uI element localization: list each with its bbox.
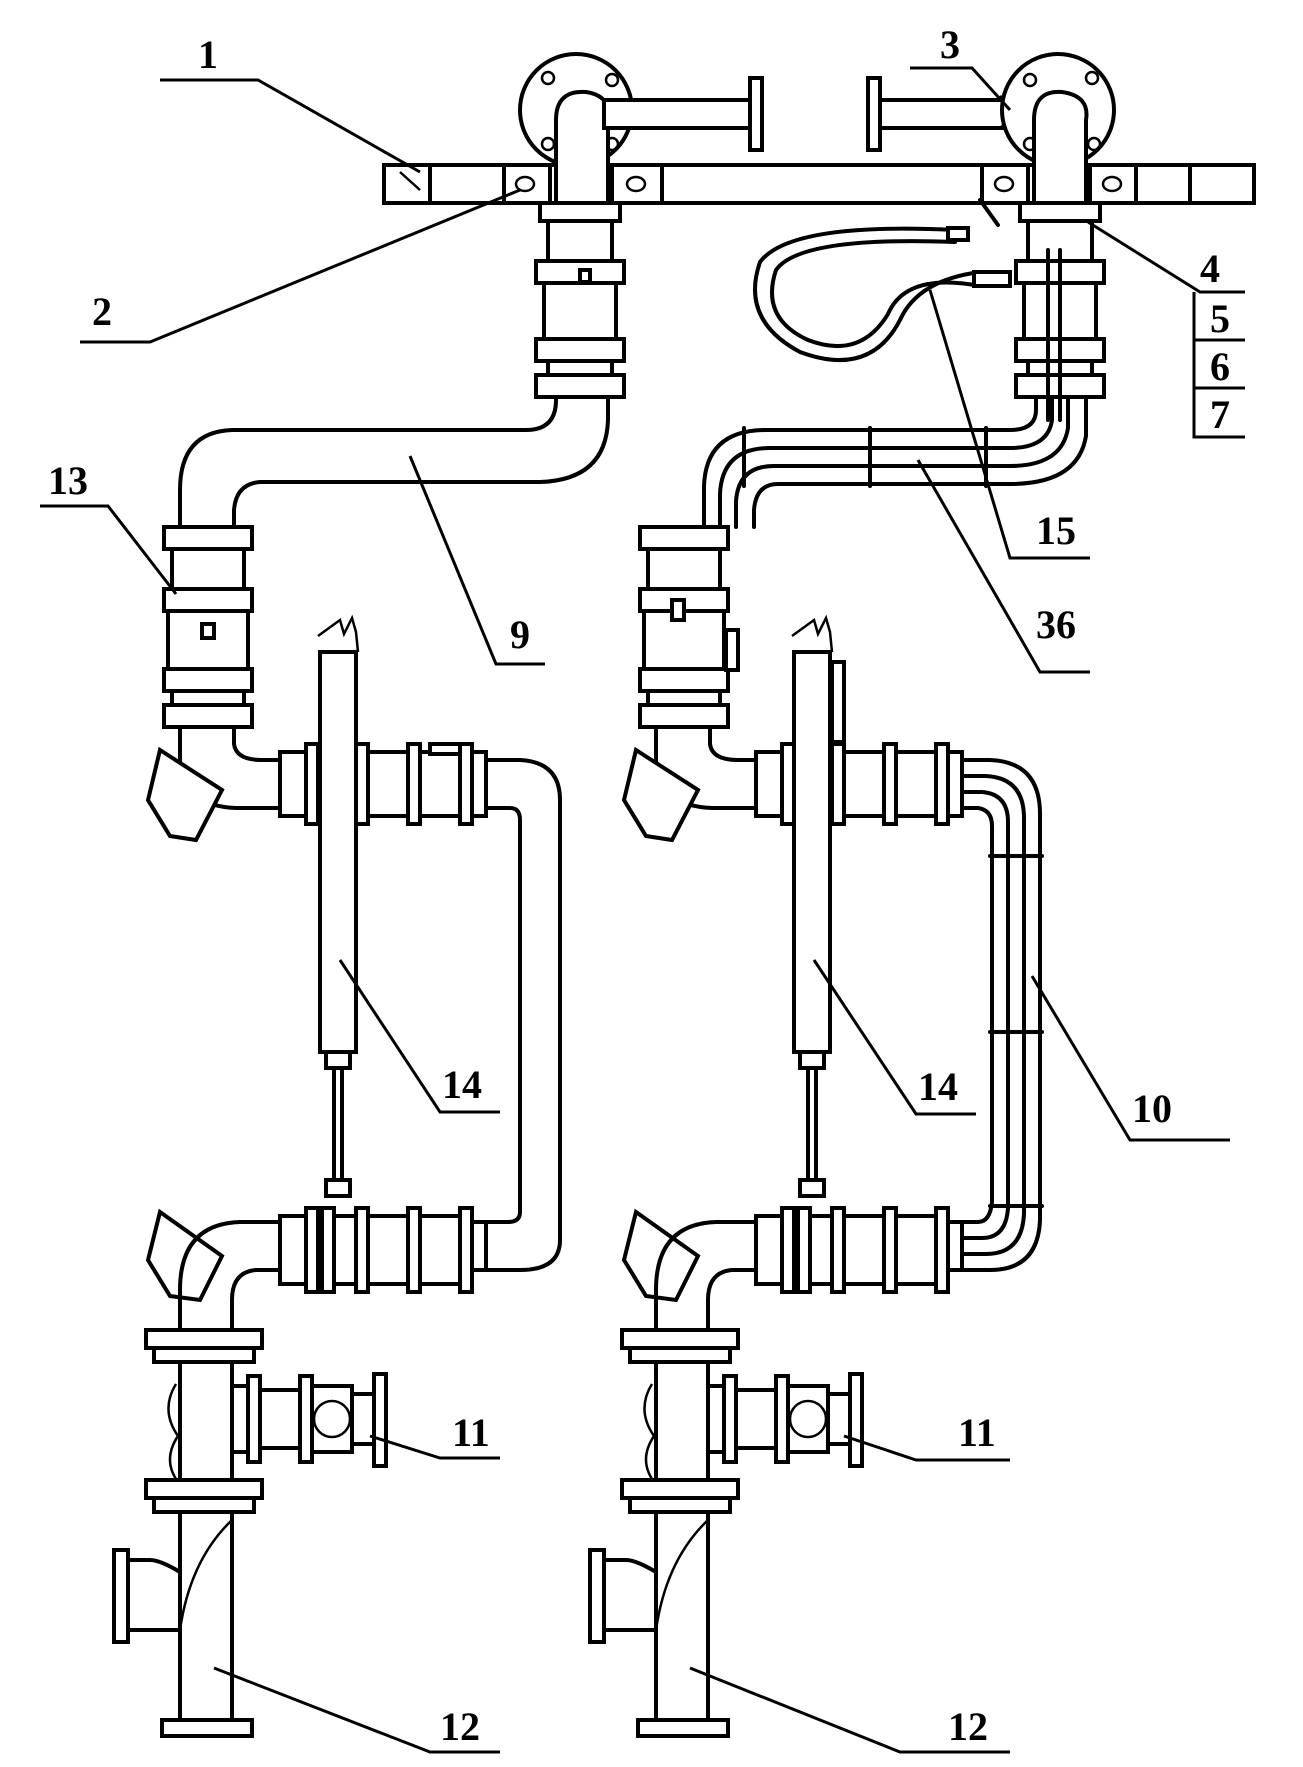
label-5: 5 — [1210, 296, 1230, 341]
label-36: 36 — [1036, 602, 1076, 647]
left-swivel-13 — [164, 527, 252, 727]
left-actuator — [318, 618, 358, 1196]
right-actuator — [792, 618, 844, 1196]
label-7: 7 — [1210, 392, 1230, 437]
label-12-left: 12 — [440, 1704, 480, 1749]
label-4: 4 — [1200, 246, 1220, 291]
label-10: 10 — [1132, 1086, 1172, 1131]
label-11-left: 11 — [452, 1410, 490, 1455]
left-s-bend-pipe — [180, 397, 608, 527]
label-9: 9 — [510, 612, 530, 657]
right-s-bend-tube — [704, 397, 1086, 527]
label-1: 1 — [198, 32, 218, 77]
label-11-right: 11 — [958, 1410, 996, 1455]
right-bottom-assembly — [590, 1330, 862, 1736]
label-14-right: 14 — [918, 1064, 958, 1109]
label-15: 15 — [1036, 508, 1076, 553]
right-swivel-joint — [1016, 203, 1104, 420]
right-hose — [755, 200, 1010, 360]
label-14-left: 14 — [442, 1062, 482, 1107]
left-bottom-assembly — [114, 1330, 386, 1736]
label-2: 2 — [92, 289, 112, 334]
right-swivel-upper — [640, 527, 738, 727]
label-13: 13 — [48, 458, 88, 503]
left-lower-run — [148, 1208, 486, 1330]
right-tube-loop — [962, 760, 1042, 1270]
label-3: 3 — [940, 22, 960, 67]
support-beam — [384, 165, 1254, 203]
label-12-right: 12 — [948, 1704, 988, 1749]
label-6: 6 — [1210, 344, 1230, 389]
right-lower-run — [624, 1208, 962, 1330]
left-swivel-joint — [536, 203, 624, 397]
